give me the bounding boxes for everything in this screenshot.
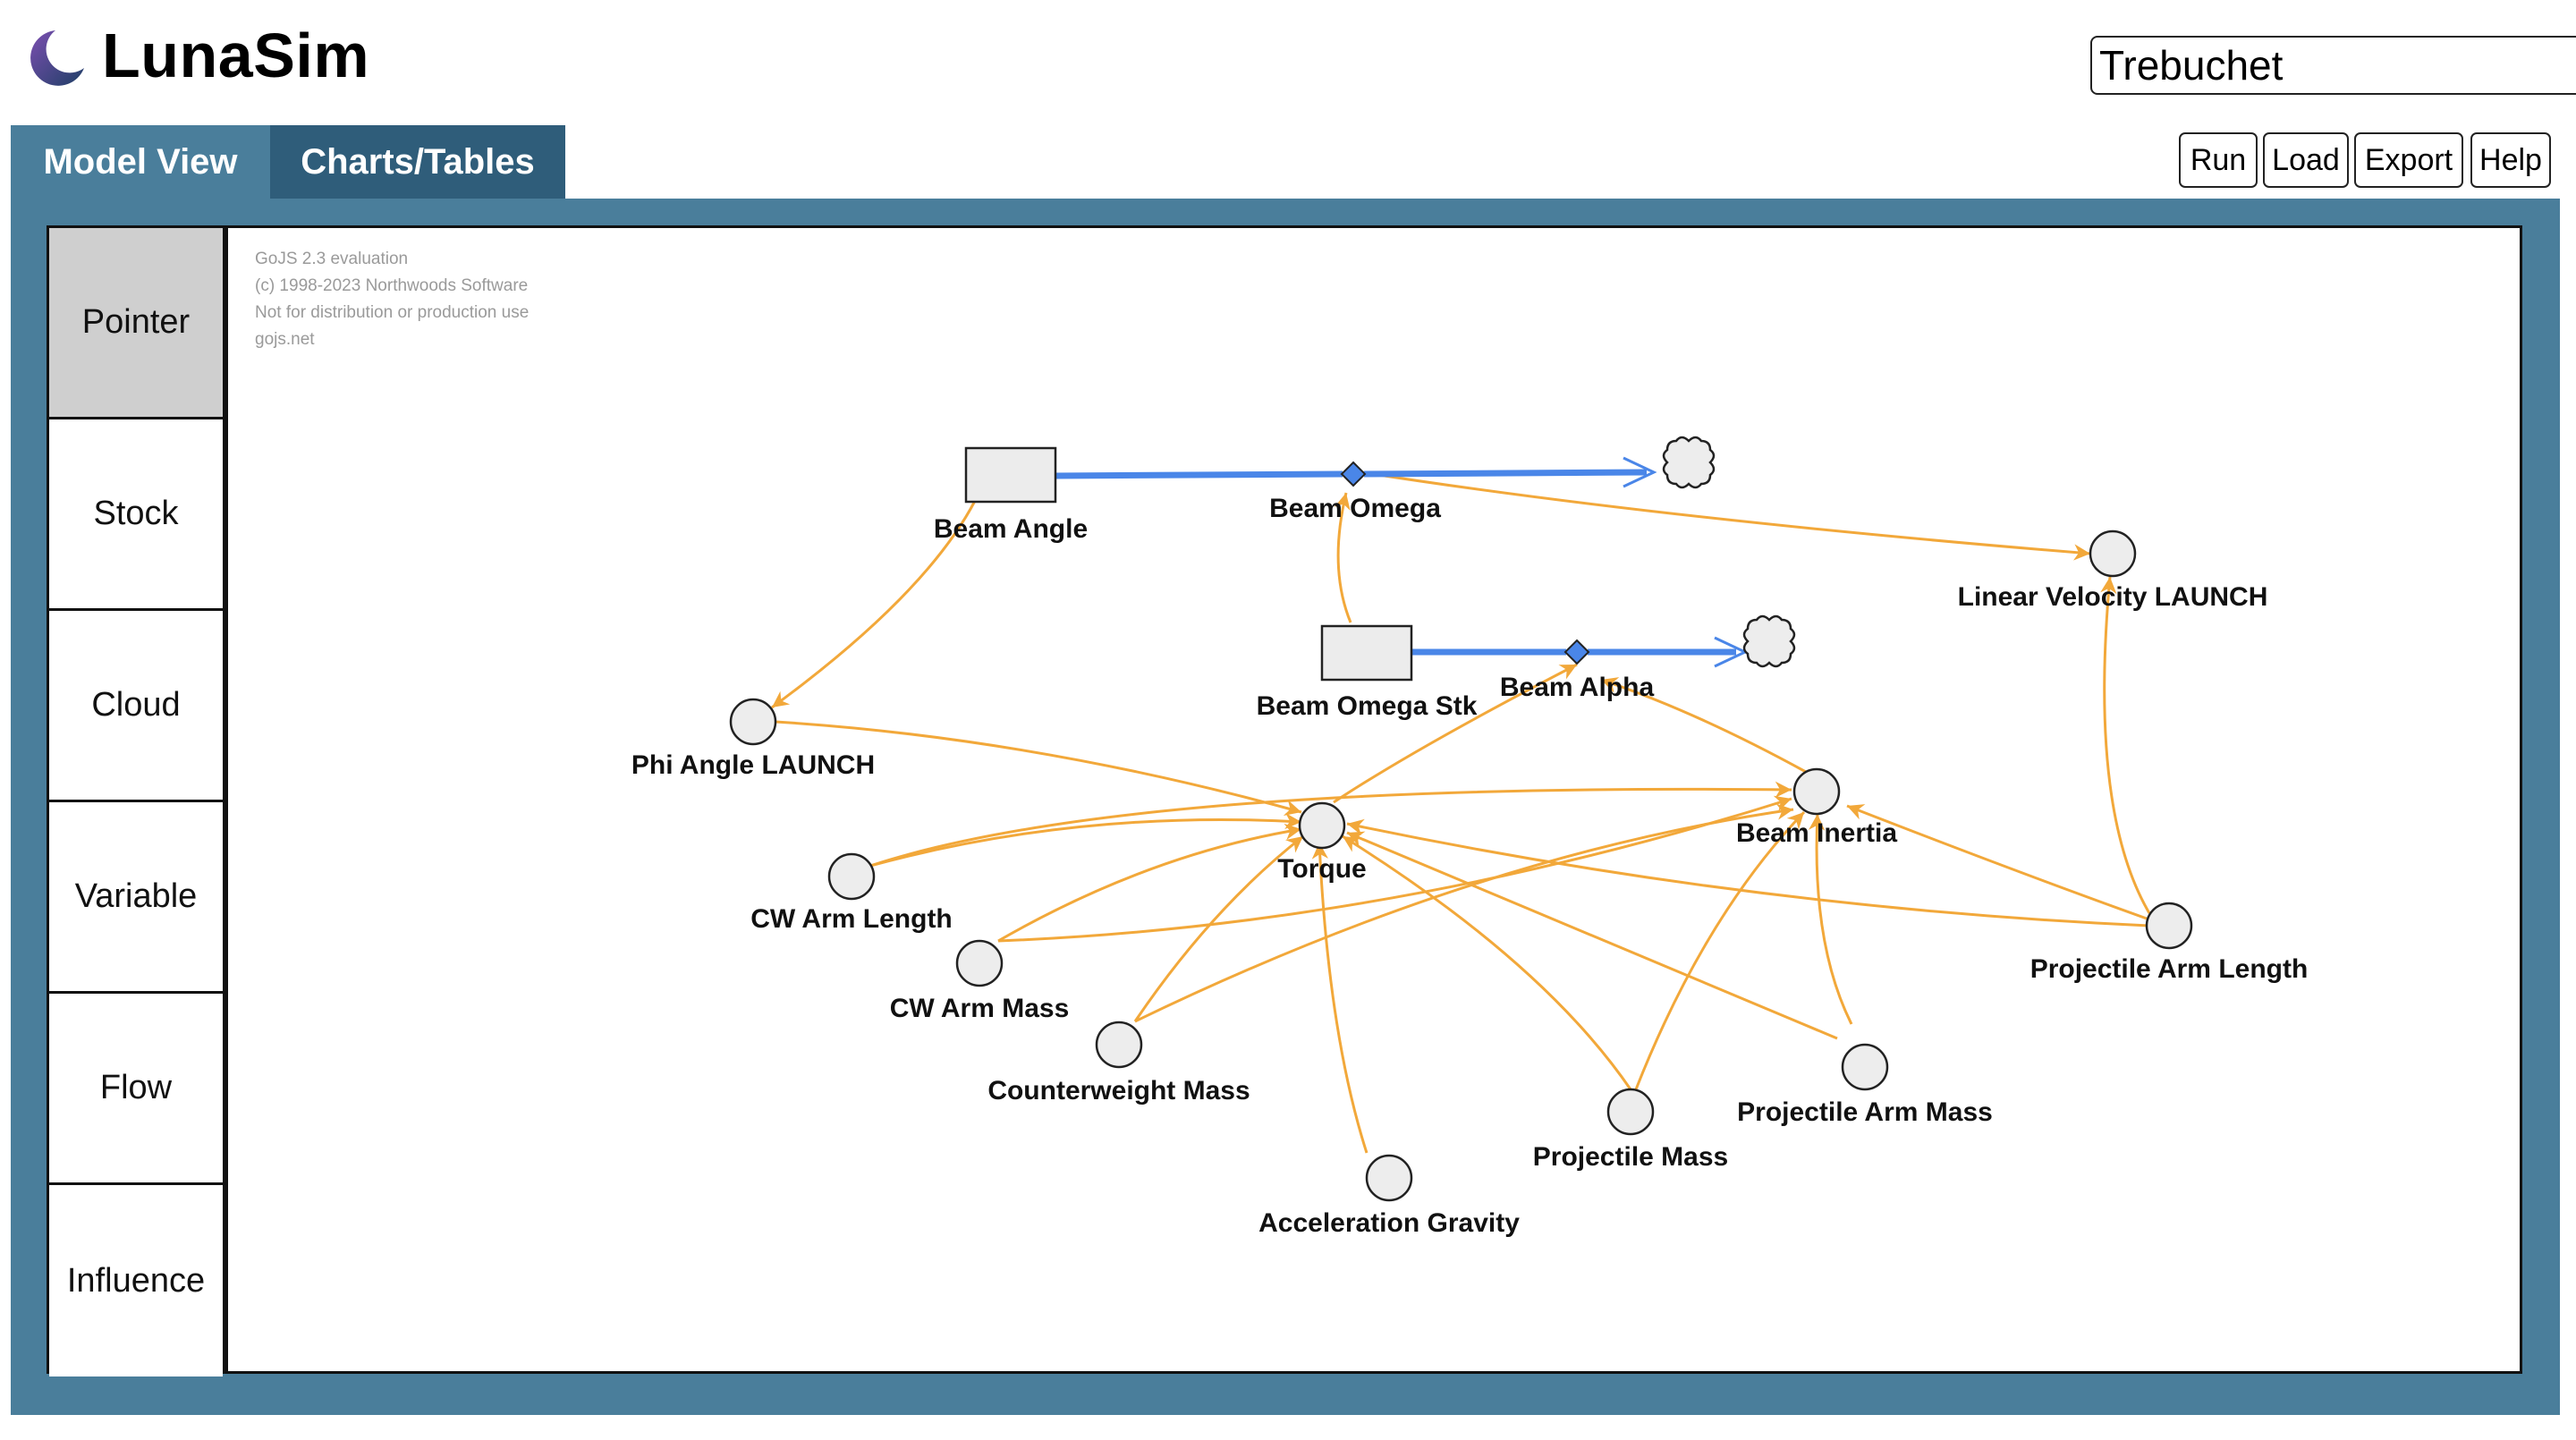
influence-link[interactable] — [1334, 492, 1352, 623]
stock-label: Beam Omega Stk — [1257, 691, 1478, 721]
variable-label: Acceleration Gravity — [1258, 1208, 1520, 1238]
stock-beam-omega-stk[interactable] — [1320, 624, 1413, 682]
export-button[interactable]: Export — [2354, 132, 2463, 188]
influence-link[interactable] — [2100, 576, 2151, 914]
variable-label: Projectile Arm Mass — [1737, 1097, 1993, 1127]
variable-torque[interactable] — [1298, 801, 1346, 850]
flow-valve-beam-omega[interactable] — [1340, 461, 1367, 487]
watermark-line: Not for distribution or production use — [255, 303, 530, 322]
influence-link[interactable] — [1134, 803, 1794, 1023]
influence-link[interactable] — [997, 823, 1302, 943]
tool-flow[interactable]: Flow — [49, 994, 223, 1185]
influence-link[interactable] — [1600, 677, 1807, 774]
variable-label: CW Arm Mass — [890, 994, 1070, 1023]
tool-pointer[interactable]: Pointer — [49, 228, 223, 419]
variable-projectile-mass[interactable] — [1606, 1088, 1655, 1136]
variable-cw-arm-mass[interactable] — [955, 939, 1004, 987]
variable-beam-inertia[interactable] — [1792, 767, 1841, 816]
toolbox-palette: Pointer Stock Cloud Variable Flow Influe… — [47, 225, 225, 1376]
influence-link[interactable] — [1133, 834, 1304, 1022]
influence-link[interactable] — [869, 812, 1302, 868]
influence-link[interactable] — [1634, 810, 1806, 1090]
variable-acceleration-gravity[interactable] — [1365, 1154, 1413, 1202]
influence-link[interactable] — [1808, 813, 1853, 1025]
influence-link[interactable] — [1342, 834, 1632, 1090]
tool-cloud[interactable]: Cloud — [49, 611, 223, 802]
tool-influence[interactable]: Influence — [49, 1185, 223, 1376]
influence-link[interactable] — [869, 781, 1792, 868]
influence-link[interactable] — [1346, 818, 2150, 928]
load-button[interactable]: Load — [2263, 132, 2349, 188]
influence-link[interactable] — [997, 795, 1792, 943]
help-button[interactable]: Help — [2470, 132, 2551, 188]
run-button[interactable]: Run — [2179, 132, 2258, 188]
influence-link[interactable] — [1311, 842, 1368, 1154]
influence-link[interactable] — [775, 720, 1302, 816]
watermark-line: GoJS 2.3 evaluation — [255, 250, 409, 268]
flow-label: Beam Omega — [1269, 494, 1441, 523]
influence-link[interactable] — [1360, 470, 2091, 561]
stock-label: Beam Angle — [934, 514, 1088, 544]
variable-phi-angle-launch[interactable] — [729, 698, 777, 746]
variable-projectile-arm-mass[interactable] — [1841, 1043, 1889, 1091]
influence-link[interactable] — [1346, 831, 1838, 1040]
variable-label: Projectile Arm Length — [2030, 954, 2309, 984]
watermark-line: (c) 1998-2023 Northwoods Software — [255, 276, 529, 295]
tab-model-view[interactable]: Model View — [11, 125, 270, 199]
flow-valve-beam-alpha[interactable] — [1563, 639, 1590, 665]
variable-linear-velocity-launch[interactable] — [2089, 529, 2137, 578]
variable-projectile-arm-length[interactable] — [2145, 902, 2193, 950]
flow-beam-omega-pipe[interactable] — [1034, 456, 1657, 489]
tool-stock[interactable]: Stock — [49, 419, 223, 611]
variable-cw-arm-length[interactable] — [827, 852, 876, 901]
cloud-icon[interactable] — [1662, 436, 1716, 489]
influence-links — [771, 470, 2151, 1154]
model-name-input[interactable] — [2090, 36, 2576, 95]
gojs-watermark: GoJS 2.3 evaluation (c) 1998-2023 Northw… — [255, 246, 529, 353]
app-title: LunaSim — [102, 21, 370, 90]
influence-link[interactable] — [1333, 663, 1578, 804]
model-canvas[interactable]: GoJS 2.3 evaluation (c) 1998-2023 Northw… — [225, 225, 2522, 1374]
variable-label: Projectile Mass — [1533, 1142, 1728, 1172]
variable-label: Linear Velocity LAUNCH — [1958, 582, 2268, 612]
diagram-svg: Beam Angle Beam Omega Stk Beam Omega Bea… — [631, 436, 2309, 1238]
flow-label: Beam Alpha — [1500, 673, 1655, 702]
variable-label: Phi Angle LAUNCH — [631, 750, 875, 780]
variable-label: CW Arm Length — [750, 904, 953, 934]
stock-beam-angle[interactable] — [964, 446, 1057, 504]
influence-link[interactable] — [1846, 804, 2148, 920]
influence-link[interactable] — [771, 500, 977, 709]
variable-counterweight-mass[interactable] — [1095, 1021, 1143, 1069]
tab-charts-tables[interactable]: Charts/Tables — [270, 125, 565, 199]
cloud-icon[interactable] — [1742, 614, 1796, 668]
variable-label: Counterweight Mass — [987, 1076, 1250, 1105]
variable-label: Beam Inertia — [1736, 818, 1897, 848]
variable-label: Torque — [1277, 854, 1366, 884]
moon-logo-icon — [30, 30, 84, 86]
watermark-line: gojs.net — [255, 330, 315, 349]
tool-variable[interactable]: Variable — [49, 802, 223, 994]
